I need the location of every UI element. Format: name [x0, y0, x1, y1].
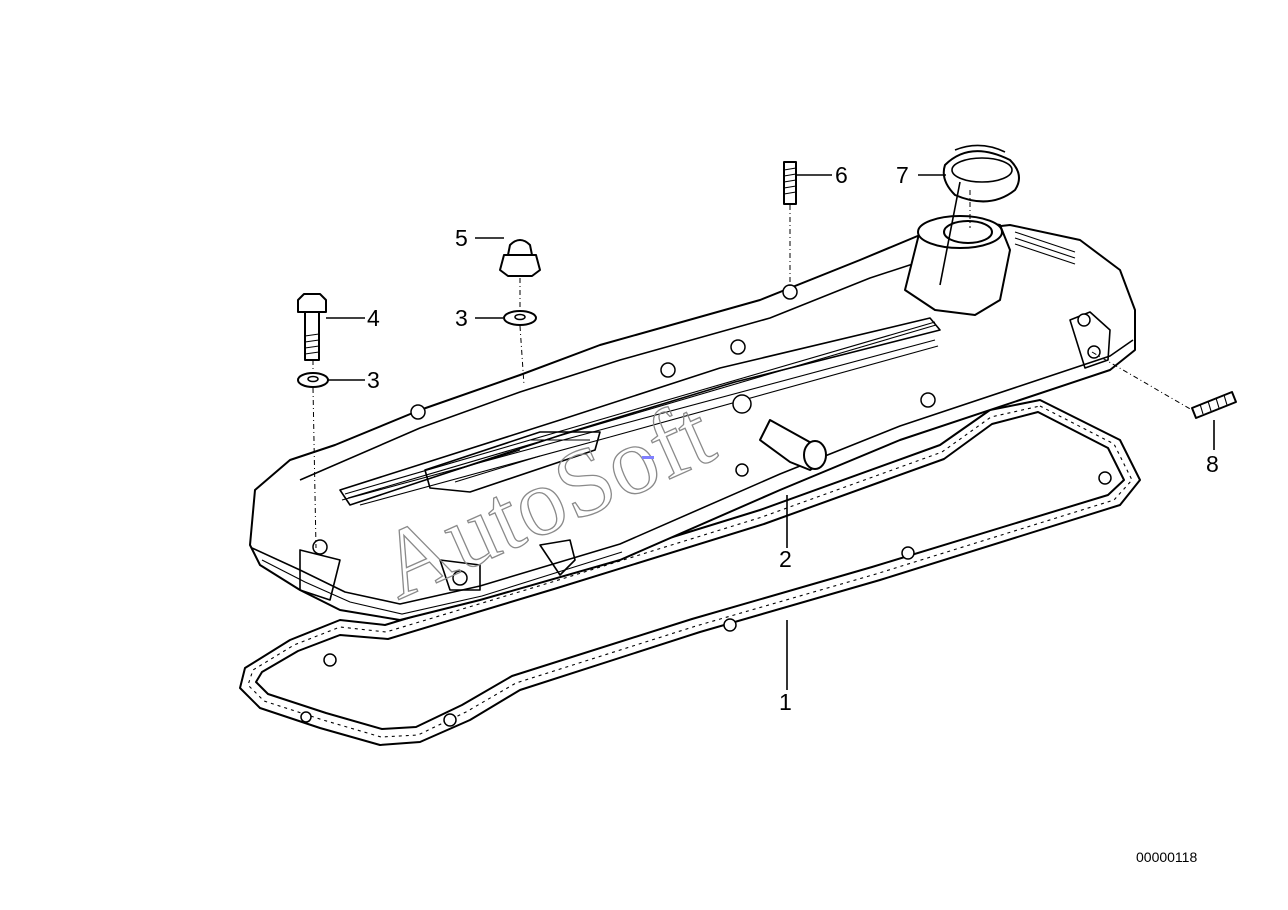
diagram-id: 00000118	[1136, 849, 1197, 865]
cap-nut-drawing	[499, 239, 541, 277]
assembly-lines	[312, 190, 1193, 549]
marker-dot	[642, 456, 654, 459]
callout-label-2: 2	[779, 546, 792, 572]
gasket-drawing	[239, 399, 1141, 746]
callout-label-5: 5	[455, 225, 468, 251]
callout-label-6: 6	[835, 162, 848, 188]
stud-right-drawing	[1191, 391, 1237, 419]
leader-lines	[326, 174, 1215, 690]
filler-cap-drawing	[942, 144, 1020, 203]
cylinder-head-cover-drawing	[249, 215, 1136, 621]
callout-label-3-lower: 3	[367, 367, 380, 393]
bolt-drawing	[297, 293, 327, 361]
stud-top-drawing	[783, 161, 797, 205]
callout-label-3-upper: 3	[455, 305, 468, 331]
callout-label-4: 4	[367, 305, 380, 331]
callout-label-7: 7	[896, 162, 909, 188]
callout-label-1: 1	[779, 689, 792, 715]
callout-label-8: 8	[1206, 451, 1219, 477]
